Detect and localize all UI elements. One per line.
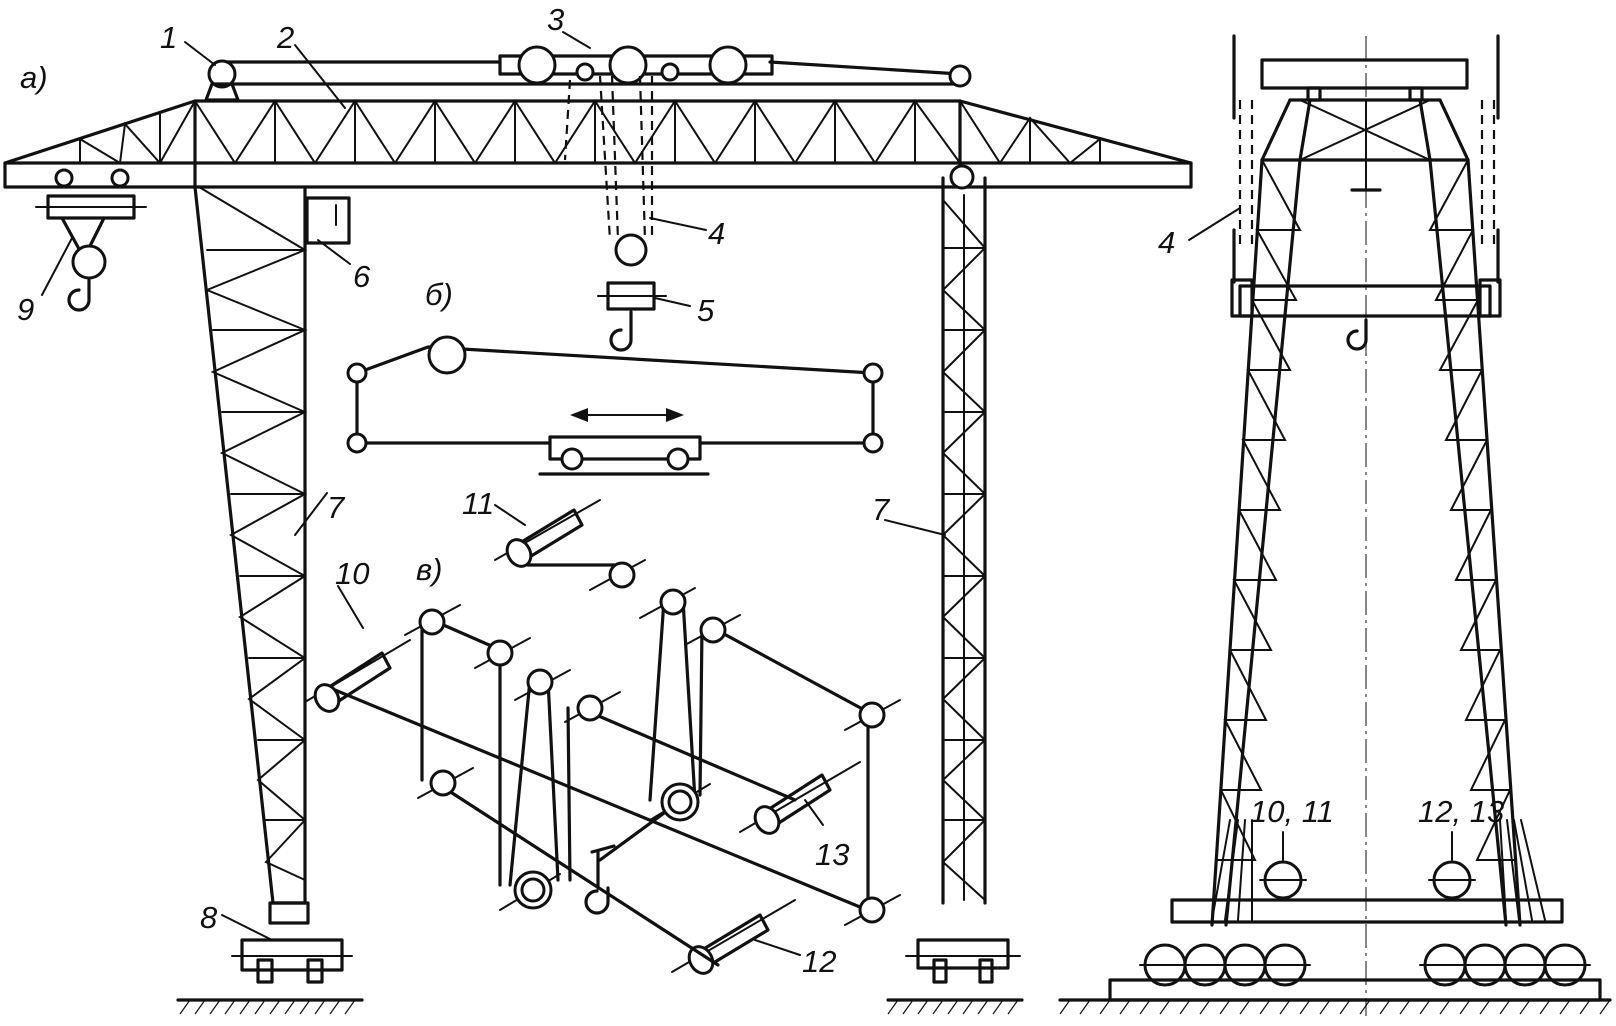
hoist-reeving-scheme [304, 499, 901, 975]
trolley-rope-scheme [346, 335, 884, 476]
hook-icon [67, 278, 91, 312]
label-10: 10 [335, 556, 369, 591]
view-label-v: в) [416, 552, 443, 587]
side-elevation-view [1058, 34, 1612, 1016]
hook-icon [609, 310, 633, 352]
bridge-girder [3, 99, 1193, 189]
label-2: 2 [276, 20, 294, 55]
side-label-10-11: 10, 11 [1250, 794, 1334, 829]
drive-winch-drum [207, 59, 237, 89]
drum-10 [304, 639, 411, 713]
reeving-sheaves [404, 559, 901, 926]
side-label-4: 4 [1158, 225, 1175, 260]
label-7-right: 7 [872, 492, 891, 527]
reeving-hook [584, 844, 616, 915]
front-elevation-view [3, 45, 1193, 1015]
reeving-ropes [333, 563, 874, 967]
top-rope-track [204, 59, 972, 102]
label-11: 11 [462, 486, 494, 521]
portal-frame [1210, 98, 1546, 927]
label-7-left: 7 [327, 490, 346, 525]
label-6: 6 [353, 259, 371, 294]
label-1: 1 [160, 20, 177, 55]
side-undercarriage [1058, 860, 1612, 1015]
left-rigid-leg [193, 185, 308, 905]
label-12: 12 [802, 944, 836, 979]
label-3: 3 [547, 2, 564, 37]
side-hoist-ropes [1230, 34, 1502, 318]
operator-cab [305, 196, 351, 245]
label-13: 13 [815, 837, 849, 872]
view-label-a: а) [20, 60, 48, 95]
label-4: 4 [708, 216, 725, 251]
label-9: 9 [17, 292, 34, 327]
label-5: 5 [697, 293, 715, 328]
view-label-b: б) [425, 277, 453, 312]
drum-13 [739, 761, 861, 835]
drawing-labels: а) б) в) 1 2 3 4 5 6 7 7 8 9 10 11 12 13… [17, 2, 1504, 979]
hook-icon [1346, 318, 1368, 351]
hoist-ropes [563, 75, 654, 241]
cantilever-hoist [35, 168, 147, 312]
leader-lines [41, 31, 1453, 956]
right-flexible-leg [941, 164, 987, 905]
drum-11 [494, 499, 601, 568]
left-travel-bogie [176, 901, 364, 1015]
hook-block [597, 233, 667, 352]
hook-icon [584, 886, 610, 915]
trolley [498, 45, 774, 85]
side-label-12-13: 12, 13 [1418, 794, 1504, 829]
drum-12 [671, 899, 796, 975]
right-travel-bogie [886, 938, 1024, 1015]
label-8: 8 [200, 900, 218, 935]
rope-pulley [948, 64, 972, 88]
